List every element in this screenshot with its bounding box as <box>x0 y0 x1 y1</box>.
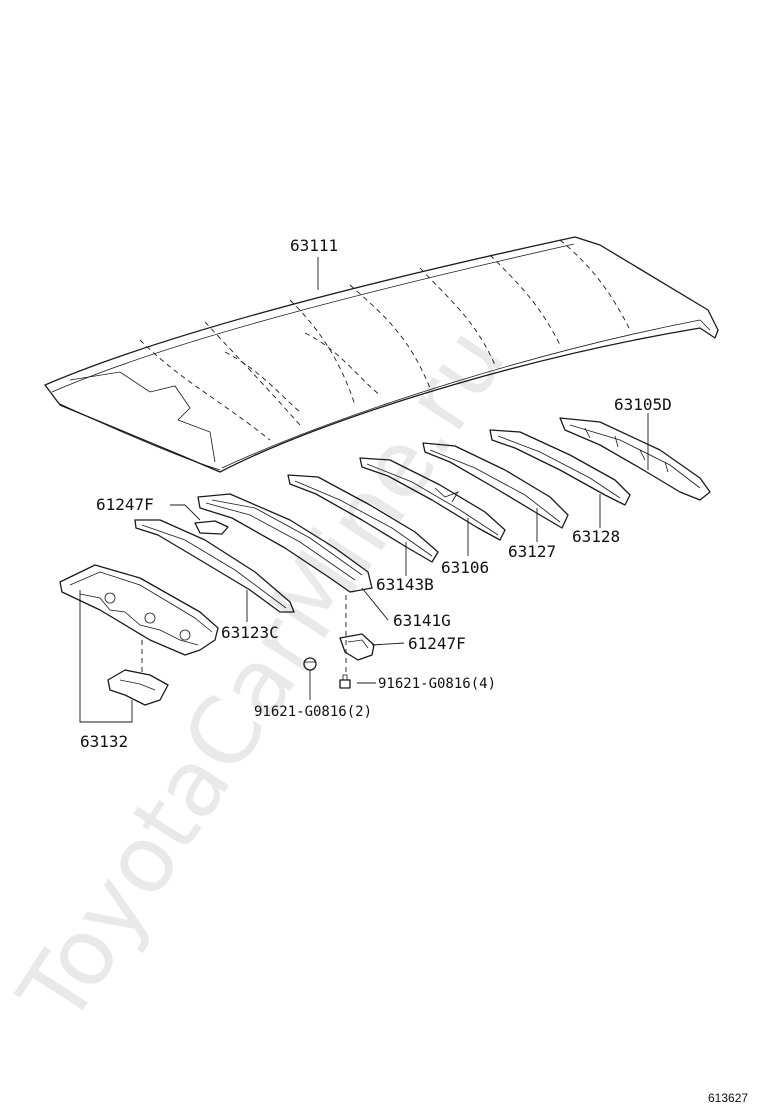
label-63106: 63106 <box>441 558 489 577</box>
label-61247f-bottom: 61247F <box>408 634 466 653</box>
roof-bow-63128[interactable] <box>489 429 631 506</box>
roof-panel[interactable] <box>44 236 719 473</box>
roof-bow-63127[interactable] <box>422 442 569 529</box>
leader-lines <box>79 257 649 723</box>
label-63128: 63128 <box>572 527 620 546</box>
label-bolt-left: 91621-G0816(2) <box>254 704 372 720</box>
bracket-lower-part[interactable] <box>339 633 375 661</box>
roof-bow-63106[interactable] <box>359 457 506 541</box>
roof-bow-63141g[interactable] <box>197 493 373 593</box>
label-bolt-right: 91621-G0816(4) <box>378 676 496 692</box>
bolt-right-part[interactable] <box>339 674 351 689</box>
label-63127: 63127 <box>508 542 556 561</box>
diagram-code: 613627 <box>708 1091 748 1105</box>
front-header-panel[interactable] <box>59 564 219 656</box>
label-63105d: 63105D <box>614 395 672 414</box>
roof-bow-63123c[interactable] <box>134 519 295 613</box>
label-63141g: 63141G <box>393 611 451 630</box>
label-63143b: 63143B <box>376 575 434 594</box>
front-header-bracket[interactable] <box>107 669 169 706</box>
rear-cover-part[interactable] <box>559 417 711 501</box>
label-63132: 63132 <box>80 732 128 751</box>
bracket-small-part[interactable] <box>194 520 229 535</box>
label-61247f-top: 61247F <box>96 495 154 514</box>
roof-bow-63143b[interactable] <box>287 474 439 563</box>
label-63123c: 63123C <box>221 623 279 642</box>
label-63111: 63111 <box>290 236 338 255</box>
